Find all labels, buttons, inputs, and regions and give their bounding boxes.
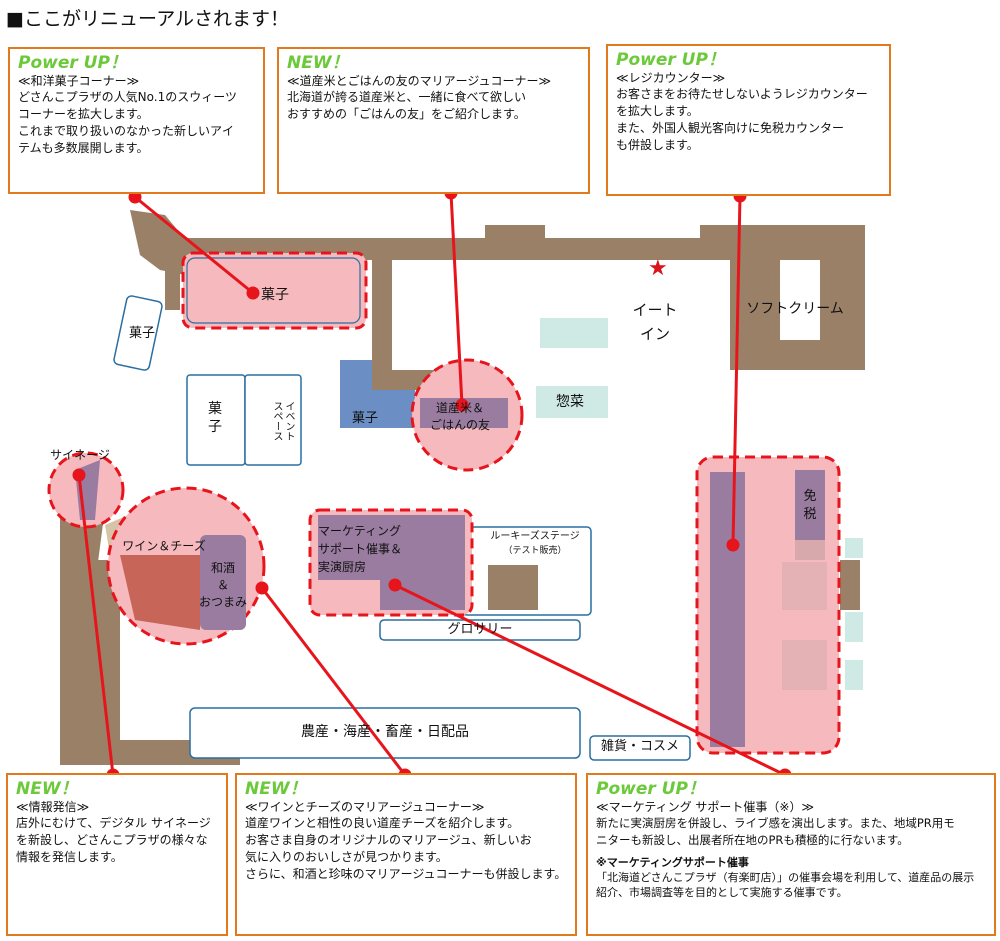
callout-body: お客さまをお待たせしないようレジカウンター を拡大します。 また、外国人観光客向… (616, 87, 868, 152)
callout-heading: Power UP！ (596, 779, 705, 799)
callout-body: 新たに実演厨房を併設し、ライブ感を演出します。また、地域PR用モ ニターも新設し… (596, 816, 955, 847)
callout-heading: Power UP！ (616, 50, 725, 70)
map-label-wine: ワイン＆チーズ (122, 539, 206, 553)
map-label-kashi-top: 菓子 (261, 287, 289, 303)
callout-heading: NEW！ (16, 779, 78, 799)
callout-heading: NEW！ (245, 779, 307, 799)
callout-body: 道産ワインと相性の良い道産チーズを紹介します。 お客さま自身のオリジナルのマリア… (245, 816, 567, 881)
callout-note-heading: ※マーケティングサポート催事 (596, 856, 749, 869)
callout-wine: NEW！ ≪ワインとチーズのマリアージュコーナー≫ 道産ワインと相性の良い道産チ… (235, 773, 577, 936)
map-label-kashi-blue: 菓子 (351, 411, 378, 426)
star-icon: ★ (648, 256, 668, 281)
map-label-farm: 農産・海産・畜産・日配品 (301, 724, 469, 740)
map-label-rookies-sub: （テスト販売） (503, 546, 567, 556)
callout-note: 「北海道どさんこプラザ（有楽町店）」の催事会場を利用して、道産品の展示 紹介、市… (596, 871, 975, 899)
map-label-sozai: 惣菜 (556, 394, 584, 410)
callout-subtitle: ≪ワインとチーズのマリアージュコーナー≫ (245, 800, 485, 814)
map-label-rookies: ルーキーズステージ (490, 531, 580, 542)
map-label-soft-cream: ソフトクリーム (746, 301, 844, 317)
page-title: ■ここがリニューアルされます！ (6, 8, 290, 30)
map-label-signage: サイネージ (50, 448, 110, 462)
map-label-grocery: グロサリー (447, 622, 513, 637)
callout-body: 北海道が誇る道産米と、一緒に食べて欲しい おすすめの「ごはんの友」をご紹介します… (287, 90, 527, 121)
callout-register: Power UP！ ≪レジカウンター≫ お客さまをお待たせしないようレジカウンタ… (606, 44, 891, 196)
callout-rice: NEW！ ≪道産米とごはんの友のマリアージュコーナー≫ 北海道が誇る道産米と、一… (277, 47, 590, 194)
map-label-marketing: マーケティング サポート催事＆ 実演厨房 (318, 524, 403, 574)
callout-subtitle: ≪レジカウンター≫ (616, 71, 726, 85)
map-label-kashi-mid: 菓子 (208, 401, 222, 435)
map-label-washu: 和酒 ＆ おつまみ (198, 561, 247, 609)
callout-body: どさんこプラザの人気No.1のスウィーツ コーナーを拡大します。 これまで取り扱… (18, 90, 237, 155)
map-label-kashi-left: 菓子 (128, 326, 155, 341)
callout-signage: NEW！ ≪情報発信≫ 店外にむけて、デジタル サイネージ を新設し、どさんこプ… (6, 773, 228, 936)
callout-subtitle: ≪道産米とごはんの友のマリアージュコーナー≫ (287, 74, 552, 88)
callout-marketing: Power UP！ ≪マーケティング サポート催事（※）≫ 新たに実演厨房を併設… (586, 773, 996, 936)
callout-subtitle: ≪和洋菓子コーナー≫ (18, 74, 140, 88)
callout-subtitle: ≪情報発信≫ (16, 800, 90, 814)
map-label-event-space: イベント スペース (271, 401, 294, 441)
map-label-eat-in: イート イン (632, 301, 678, 343)
map-label-zakka: 雑貨・コスメ (600, 739, 679, 754)
callout-body: 店外にむけて、デジタル サイネージ を新設し、どさんこプラザの様々な 情報を発信… (16, 816, 211, 864)
map-label-rice: 道産米＆ ごはんの友 (429, 401, 490, 432)
callout-heading: NEW！ (287, 53, 349, 73)
callout-heading: Power UP！ (18, 53, 127, 73)
map-label-menzei: 免 税 (803, 489, 817, 522)
callout-subtitle: ≪マーケティング サポート催事（※）≫ (596, 800, 815, 814)
callout-wagashi: Power UP！ ≪和洋菓子コーナー≫ どさんこプラザの人気No.1のスウィー… (8, 47, 265, 194)
